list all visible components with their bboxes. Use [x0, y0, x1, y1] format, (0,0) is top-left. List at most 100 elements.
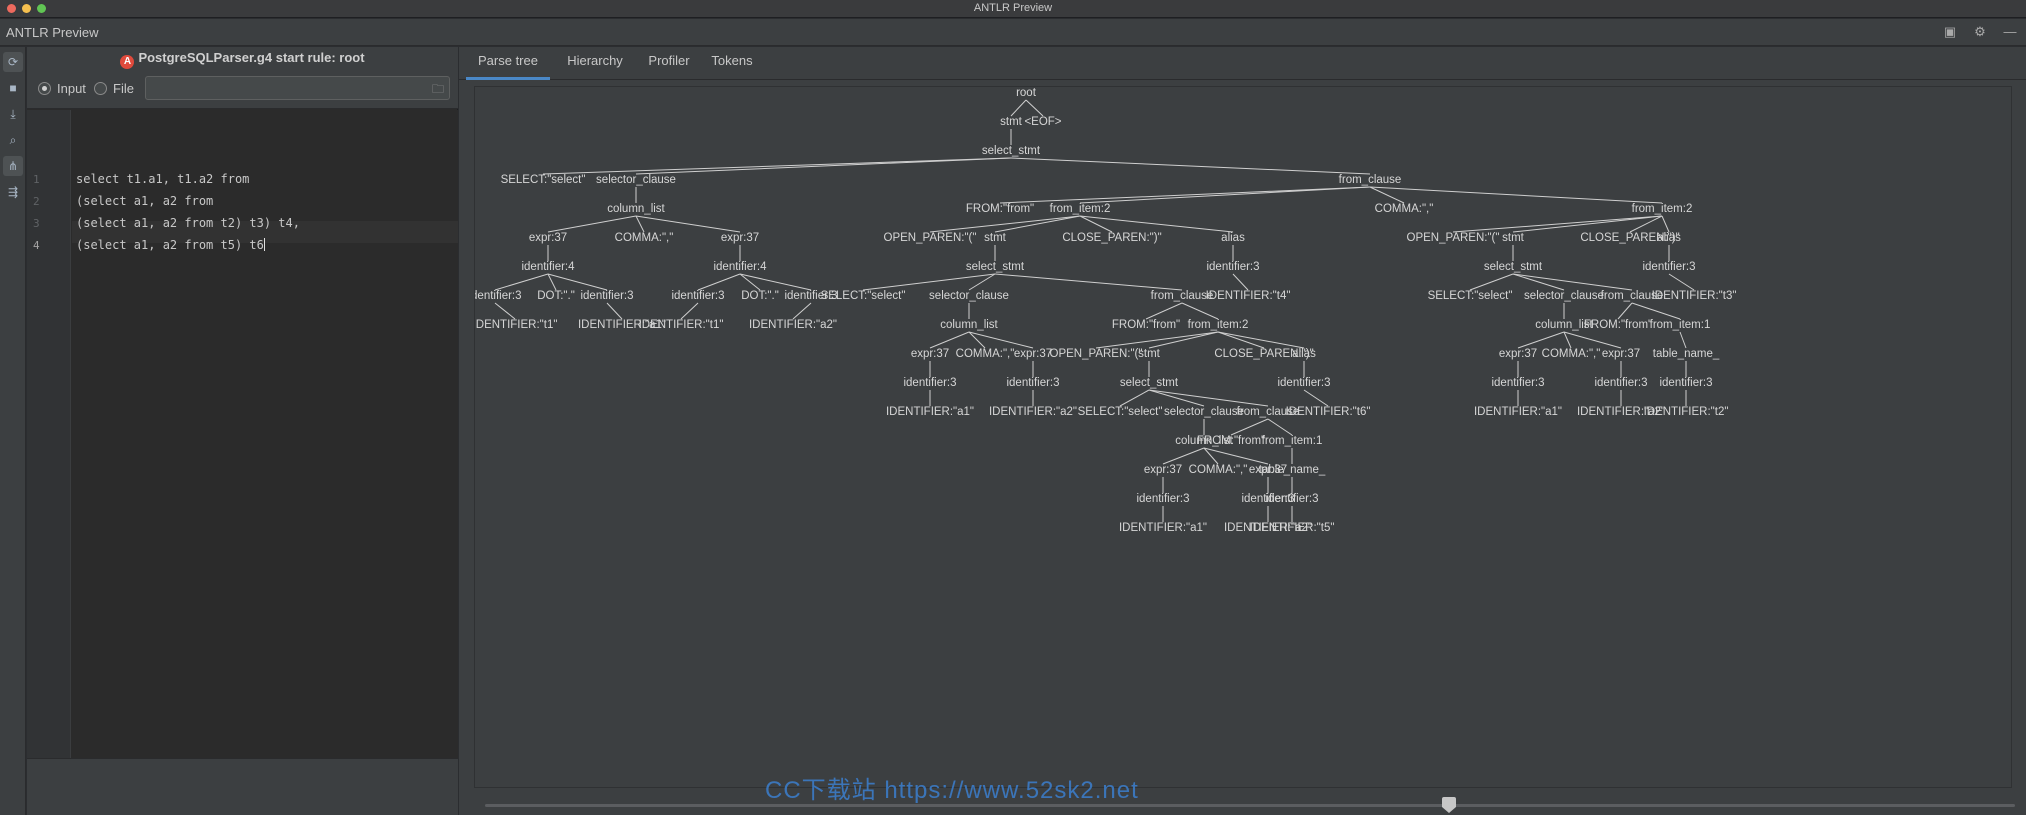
code-line-current[interactable]: (select a1, a2 from t5) t6 — [76, 238, 265, 252]
tree-node-ss[interactable]: select_stmt — [982, 145, 1041, 157]
tree-node-from2[interactable]: FROM:"from" — [1112, 319, 1180, 331]
input-radio[interactable] — [38, 82, 51, 95]
tree-node-c2[interactable]: COMMA:"," — [956, 348, 1015, 360]
tab-hierarchy[interactable]: Hierarchy — [567, 53, 623, 68]
tree-node-i4c[interactable]: identifier:3 — [1265, 493, 1318, 505]
tree-node-cl4[interactable]: column_list — [1175, 435, 1233, 447]
tree-node-op3[interactable]: OPEN_PAREN:"(" — [1050, 348, 1143, 360]
tree-node-i3c[interactable]: identifier:3 — [1659, 377, 1712, 389]
search-icon[interactable]: ⌕ — [9, 133, 17, 147]
tree-node-I4c[interactable]: IDENTIFIER:"t5" — [1250, 522, 1335, 534]
code-line[interactable]: select t1.a1, t1.a2 from — [76, 172, 250, 186]
close-window-button[interactable] — [7, 4, 16, 13]
tree-node-comma1[interactable]: COMMA:"," — [615, 232, 674, 244]
tree-node-aI2[interactable]: IDENTIFIER:"t3" — [1652, 290, 1737, 302]
tree-node-i2a[interactable]: identifier:3 — [903, 377, 956, 389]
tree-node-tn1[interactable]: table_name_ — [1653, 348, 1720, 360]
tree-node-fi2b[interactable]: from_item:2 — [1632, 203, 1693, 215]
tree-node-tn2[interactable]: table_name_ — [1259, 464, 1326, 476]
step-into-icon[interactable]: ⤓ — [10, 107, 16, 121]
tree-node-alid1[interactable]: identifier:3 — [1206, 261, 1259, 273]
tree-node-I3a[interactable]: IDENTIFIER:"a1" — [1474, 406, 1562, 418]
tree-node-I2b[interactable]: IDENTIFIER:"a2" — [989, 406, 1077, 418]
tree-node-IDt1b[interactable]: IDENTIFIER:"t1" — [639, 319, 724, 331]
tree-node-stmt3[interactable]: stmt — [1502, 232, 1525, 244]
tree-node-i4a[interactable]: identifier:3 — [1136, 493, 1189, 505]
stop-icon[interactable]: ■ — [9, 81, 17, 95]
tree-node-fi2[interactable]: from_item:2 — [1050, 203, 1111, 215]
tree-node-IDa2a[interactable]: IDENTIFIER:"a2" — [749, 319, 837, 331]
export-icon[interactable]: ⇶ — [7, 185, 19, 199]
tree-node-alias2[interactable]: alias — [1657, 232, 1681, 244]
tree-node-aI3[interactable]: IDENTIFIER:"t6" — [1286, 406, 1371, 418]
tree-node-from4[interactable]: FROM:"from" — [1197, 435, 1265, 447]
tree-node-fc4[interactable]: from_clause — [1237, 406, 1300, 418]
minimize-window-button[interactable] — [22, 4, 31, 13]
tree-node-id4b[interactable]: identifier:4 — [713, 261, 767, 273]
tree-node-cp1[interactable]: CLOSE_PAREN:")" — [1062, 232, 1161, 244]
file-radio-label[interactable]: File — [113, 81, 134, 96]
refresh-icon[interactable]: ⟳ — [3, 52, 23, 72]
tree-node-sc1[interactable]: selector_clause — [596, 174, 676, 186]
tree-node-id3d[interactable]: identifier:3 — [784, 290, 837, 302]
file-path-field[interactable]: 🗀 — [145, 76, 450, 100]
tree-node-e3b[interactable]: expr:37 — [1602, 348, 1640, 360]
tree-node-stmt[interactable]: stmt — [1000, 116, 1023, 128]
tab-parse-tree[interactable]: Parse tree — [466, 47, 550, 80]
tree-node-alID1[interactable]: IDENTIFIER:"t4" — [1206, 290, 1291, 302]
code-line[interactable]: (select a1, a2 from — [76, 194, 214, 208]
tree-node-fi1b[interactable]: from_item:1 — [1262, 435, 1323, 447]
tree-node-root[interactable]: root — [1016, 87, 1037, 99]
tree-node-fc1[interactable]: from_clause — [1339, 174, 1402, 186]
tree-node-fc3[interactable]: from_clause — [1601, 290, 1664, 302]
tree-node-id3c[interactable]: identifier:3 — [671, 290, 724, 302]
tree-node-fi2c[interactable]: from_item:2 — [1188, 319, 1249, 331]
tree-node-sel3[interactable]: SELECT:"select" — [1428, 290, 1513, 302]
tab-profiler[interactable]: Profiler — [648, 53, 690, 68]
tree-node-from1[interactable]: FROM:"from" — [966, 203, 1034, 215]
tree-node-e2a[interactable]: expr:37 — [911, 348, 949, 360]
tree-node-I4b[interactable]: IDENTIFIER:"a2" — [1224, 522, 1312, 534]
input-radio-label[interactable]: Input — [57, 81, 86, 96]
tab-tokens[interactable]: Tokens — [711, 53, 753, 68]
tree-node-sel4[interactable]: SELECT:"select" — [1078, 406, 1163, 418]
tree-node-ss4[interactable]: select_stmt — [1120, 377, 1179, 389]
tree-node-dota[interactable]: DOT:"." — [537, 290, 575, 302]
tree-node-fc2[interactable]: from_clause — [1151, 290, 1214, 302]
tree-node-IDa1a[interactable]: IDENTIFIER:"a1" — [578, 319, 666, 331]
folder-icon[interactable]: 🗀 — [431, 82, 444, 96]
layout-icon[interactable]: ▣ — [1943, 24, 1957, 39]
zoom-slider-thumb[interactable] — [1441, 797, 1456, 813]
tree-node-c3[interactable]: COMMA:"," — [1542, 348, 1601, 360]
tree-node-i3a[interactable]: identifier:3 — [1491, 377, 1544, 389]
tree-node-comma_f[interactable]: COMMA:"," — [1375, 203, 1434, 215]
tree-node-sel1[interactable]: SELECT:"select" — [501, 174, 586, 186]
code-editor[interactable]: 1 2 3 4 select t1.a1, t1.a2 from (select… — [27, 110, 458, 758]
file-radio[interactable] — [94, 82, 107, 95]
zoom-slider[interactable] — [485, 797, 2015, 815]
code-line[interactable]: (select a1, a2 from t2) t3) t4, — [76, 216, 300, 230]
tree-node-i4b[interactable]: identifier:3 — [1241, 493, 1294, 505]
tree-node-ai2[interactable]: identifier:3 — [1642, 261, 1695, 273]
tree-node-eof[interactable]: <EOF> — [1024, 116, 1061, 128]
tree-node-alias3[interactable]: alias — [1292, 348, 1316, 360]
tree-node-sc2[interactable]: selector_clause — [929, 290, 1009, 302]
tree-node-sel2[interactable]: SELECT:"select" — [821, 290, 906, 302]
zoom-slider-track[interactable] — [485, 804, 2015, 807]
tree-node-ss2[interactable]: select_stmt — [966, 261, 1025, 273]
tree-node-from3[interactable]: FROM:"from" — [1584, 319, 1652, 331]
tree-node-op2[interactable]: OPEN_PAREN:"(" — [1407, 232, 1500, 244]
tree-node-id3a[interactable]: identifier:3 — [475, 290, 522, 302]
tree-node-i2b[interactable]: identifier:3 — [1006, 377, 1059, 389]
tree-node-cl3[interactable]: column_list — [1535, 319, 1593, 331]
tree-node-cl1[interactable]: column_list — [607, 203, 665, 215]
tree-node-e1b[interactable]: expr:37 — [721, 232, 759, 244]
tree-node-alias1[interactable]: alias — [1221, 232, 1245, 244]
tree-node-e4b[interactable]: expr:37 — [1249, 464, 1287, 476]
tree-node-cl2[interactable]: column_list — [940, 319, 998, 331]
tree-node-sc4[interactable]: selector_clause — [1164, 406, 1244, 418]
tree-node-id3b[interactable]: identifier:3 — [580, 290, 633, 302]
tree-node-I4a[interactable]: IDENTIFIER:"a1" — [1119, 522, 1207, 534]
tree-node-stmt2[interactable]: stmt — [984, 232, 1007, 244]
tree-node-cp2[interactable]: CLOSE_PAREN:")" — [1580, 232, 1679, 244]
